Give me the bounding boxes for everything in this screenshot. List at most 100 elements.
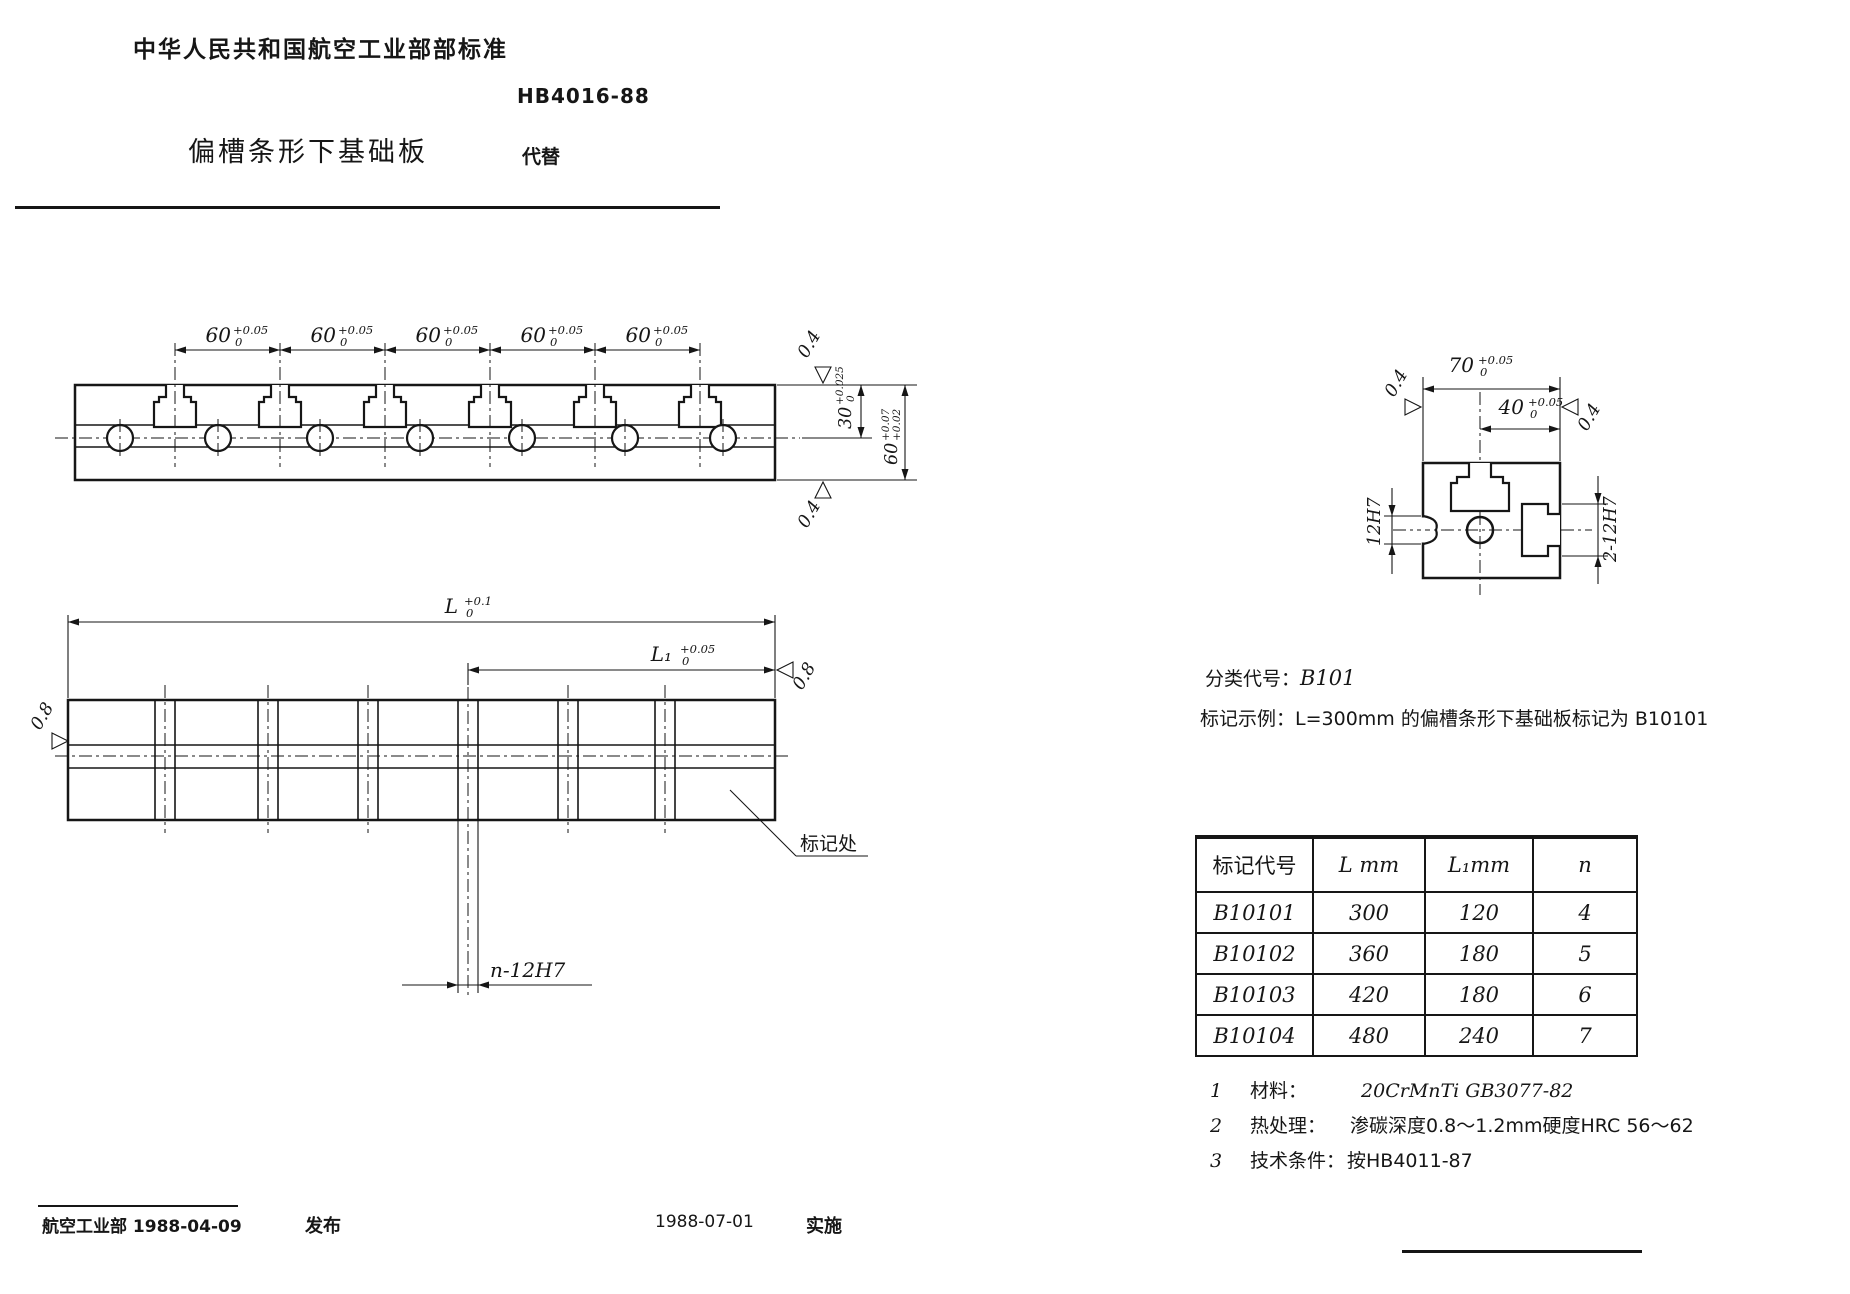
section-center-hole bbox=[1465, 515, 1495, 545]
cell-n: 4 bbox=[1532, 893, 1636, 932]
note-technical-conditions: 3 技术条件：按HB4011-87 bbox=[1210, 1146, 1473, 1173]
length-dim-value: L bbox=[444, 594, 458, 618]
section-top-t-slot bbox=[1449, 463, 1511, 513]
classification-line: 分类代号：B101 bbox=[1205, 664, 1356, 691]
pitch-dim-lower: 0 bbox=[235, 335, 242, 349]
height-dim-upper: +0.07 bbox=[880, 409, 892, 441]
pitch-dim-upper: +0.05 bbox=[548, 323, 583, 337]
standard-org-title: 中华人民共和国航空工业部部标准 bbox=[133, 37, 508, 63]
slot-offset-value: 40 bbox=[1498, 395, 1525, 419]
cell-L: 300 bbox=[1312, 893, 1424, 932]
finish-mark-left: 0.4 bbox=[1381, 366, 1423, 416]
marking-example-line: 标记示例：L=300mm 的偏槽条形下基础板标记为 B10101 bbox=[1200, 704, 1708, 731]
classification-value: B101 bbox=[1300, 666, 1356, 690]
depth-dim-upper: +0.025 bbox=[834, 366, 846, 405]
side-slots-label: 2-12H7 bbox=[1601, 495, 1621, 563]
section-view-drawing: 70 +0.05 0 40 +0.05 0 0.4 0.4 12H7 bbox=[1365, 353, 1621, 595]
slot-offset-dimension: 40 +0.05 0 bbox=[1480, 395, 1563, 433]
cell-n: 6 bbox=[1532, 975, 1636, 1014]
pitch-dim-lower: 0 bbox=[340, 335, 347, 349]
table-row: B10104 480 240 7 bbox=[1197, 1014, 1636, 1055]
note-number: 1 bbox=[1210, 1080, 1223, 1102]
table-row: B10102 360 180 5 bbox=[1197, 932, 1636, 973]
cell-n: 7 bbox=[1532, 1016, 1636, 1055]
cell-L: 480 bbox=[1312, 1016, 1424, 1055]
pitch-dim-upper: +0.05 bbox=[338, 323, 373, 337]
finish-mark-right: 0.4 bbox=[1560, 398, 1605, 435]
cell-code: B10101 bbox=[1213, 900, 1296, 925]
slot-centerlines bbox=[174, 343, 701, 467]
replaces-label: 代替 bbox=[522, 146, 561, 168]
standard-code: HB4016-88 bbox=[517, 84, 650, 108]
plan-channel-lines bbox=[55, 744, 788, 769]
length1-dim-lower: 0 bbox=[682, 654, 689, 668]
mark-location-callout: 标记处 bbox=[729, 789, 868, 857]
height-dim-lower: +0.02 bbox=[891, 409, 903, 441]
table-row: B10103 420 180 6 bbox=[1197, 973, 1636, 1014]
section-left-notch bbox=[1421, 514, 1438, 546]
width-dimension: 70 +0.05 0 bbox=[1422, 353, 1561, 461]
width-dim-value: 70 bbox=[1449, 353, 1475, 377]
plan-outline bbox=[66, 698, 777, 822]
holes-callout: n-12H7 bbox=[402, 820, 592, 993]
cell-L1: 180 bbox=[1424, 975, 1532, 1014]
cell-code: B10103 bbox=[1213, 982, 1296, 1007]
note-label: 材料： bbox=[1250, 1080, 1308, 1102]
spec-table: 标记代号 L mm L₁mm n B10101 300 120 4 B10102… bbox=[1195, 835, 1638, 1057]
finish-top-value: 0.4 bbox=[794, 327, 825, 361]
note-label: 技术条件： bbox=[1250, 1150, 1346, 1172]
cell-L: 420 bbox=[1312, 975, 1424, 1014]
slot-offset-lower: 0 bbox=[1530, 407, 1537, 421]
height-dimension: 60 +0.07 +0.02 bbox=[880, 385, 909, 480]
note-number: 3 bbox=[1210, 1150, 1223, 1172]
pitch-dim-value: 60 bbox=[311, 323, 337, 347]
depth-dimension: 30 +0.025 0 bbox=[777, 366, 917, 481]
pitch-dim-lower: 0 bbox=[445, 335, 452, 349]
finish-right-value: 0.4 bbox=[1574, 400, 1605, 434]
table-row: B10101 300 120 4 bbox=[1197, 891, 1636, 932]
cell-L1: 240 bbox=[1424, 1016, 1532, 1055]
pitch-dim-value: 60 bbox=[521, 323, 547, 347]
table-header-L1: L₁mm bbox=[1424, 839, 1532, 891]
depth-dim-value: 30 bbox=[836, 407, 856, 429]
pitch-dimension: 60 +0.05 0 60 +0.05 0 60 +0.05 0 60 +0.0… bbox=[175, 323, 700, 354]
bar-outline bbox=[73, 383, 777, 482]
footer-org-date: 航空工业部 1988-04-09 bbox=[42, 1217, 242, 1237]
footer-rule-left bbox=[38, 1205, 238, 1207]
slot-offset-upper: +0.05 bbox=[1528, 395, 1563, 409]
pitch-dim-upper: +0.05 bbox=[653, 323, 688, 337]
pitch-dim-lower: 0 bbox=[655, 335, 662, 349]
cell-L: 360 bbox=[1312, 934, 1424, 973]
page-title: 偏槽条形下基础板 bbox=[188, 137, 428, 168]
marking-example-label: 标记示例： bbox=[1200, 708, 1296, 730]
cell-n: 5 bbox=[1532, 934, 1636, 973]
note-text: 按HB4011-87 bbox=[1347, 1150, 1473, 1172]
plan-slot-bands bbox=[154, 663, 676, 997]
t-slots bbox=[152, 385, 723, 429]
footer-implement-label: 实施 bbox=[806, 1216, 842, 1237]
finish-right-value: 0.8 bbox=[789, 659, 820, 693]
cell-code: B10104 bbox=[1213, 1023, 1296, 1048]
note-text: 渗碳深度0.8～1.2mm硬度HRC 56～62 bbox=[1350, 1115, 1694, 1137]
side-slots-dimension: 2-12H7 bbox=[1562, 476, 1621, 584]
side-hole-label: 12H7 bbox=[1365, 496, 1385, 546]
pitch-dim-upper: +0.05 bbox=[443, 323, 478, 337]
cell-L1: 180 bbox=[1424, 934, 1532, 973]
table-header-row: 标记代号 L mm L₁mm n bbox=[1197, 838, 1636, 891]
length1-dimension: L₁ +0.05 0 bbox=[467, 642, 775, 685]
pitch-dim-lower: 0 bbox=[550, 335, 557, 349]
width-dim-upper: +0.05 bbox=[1478, 353, 1513, 367]
length-dim-upper: +0.1 bbox=[464, 594, 492, 608]
depth-dim-lower: 0 bbox=[845, 395, 857, 402]
footer-rule-right bbox=[1402, 1250, 1642, 1253]
note-text: 20CrMnTi GB3077-82 bbox=[1361, 1080, 1574, 1102]
finish-mark-right: 0.8 bbox=[775, 659, 820, 694]
note-number: 2 bbox=[1210, 1115, 1223, 1137]
length-dimension: L +0.1 0 bbox=[67, 594, 776, 698]
length-dim-lower: 0 bbox=[466, 606, 473, 620]
pitch-dim-value: 60 bbox=[626, 323, 652, 347]
cell-code: B10102 bbox=[1213, 941, 1296, 966]
mark-location-label: 标记处 bbox=[800, 833, 857, 855]
